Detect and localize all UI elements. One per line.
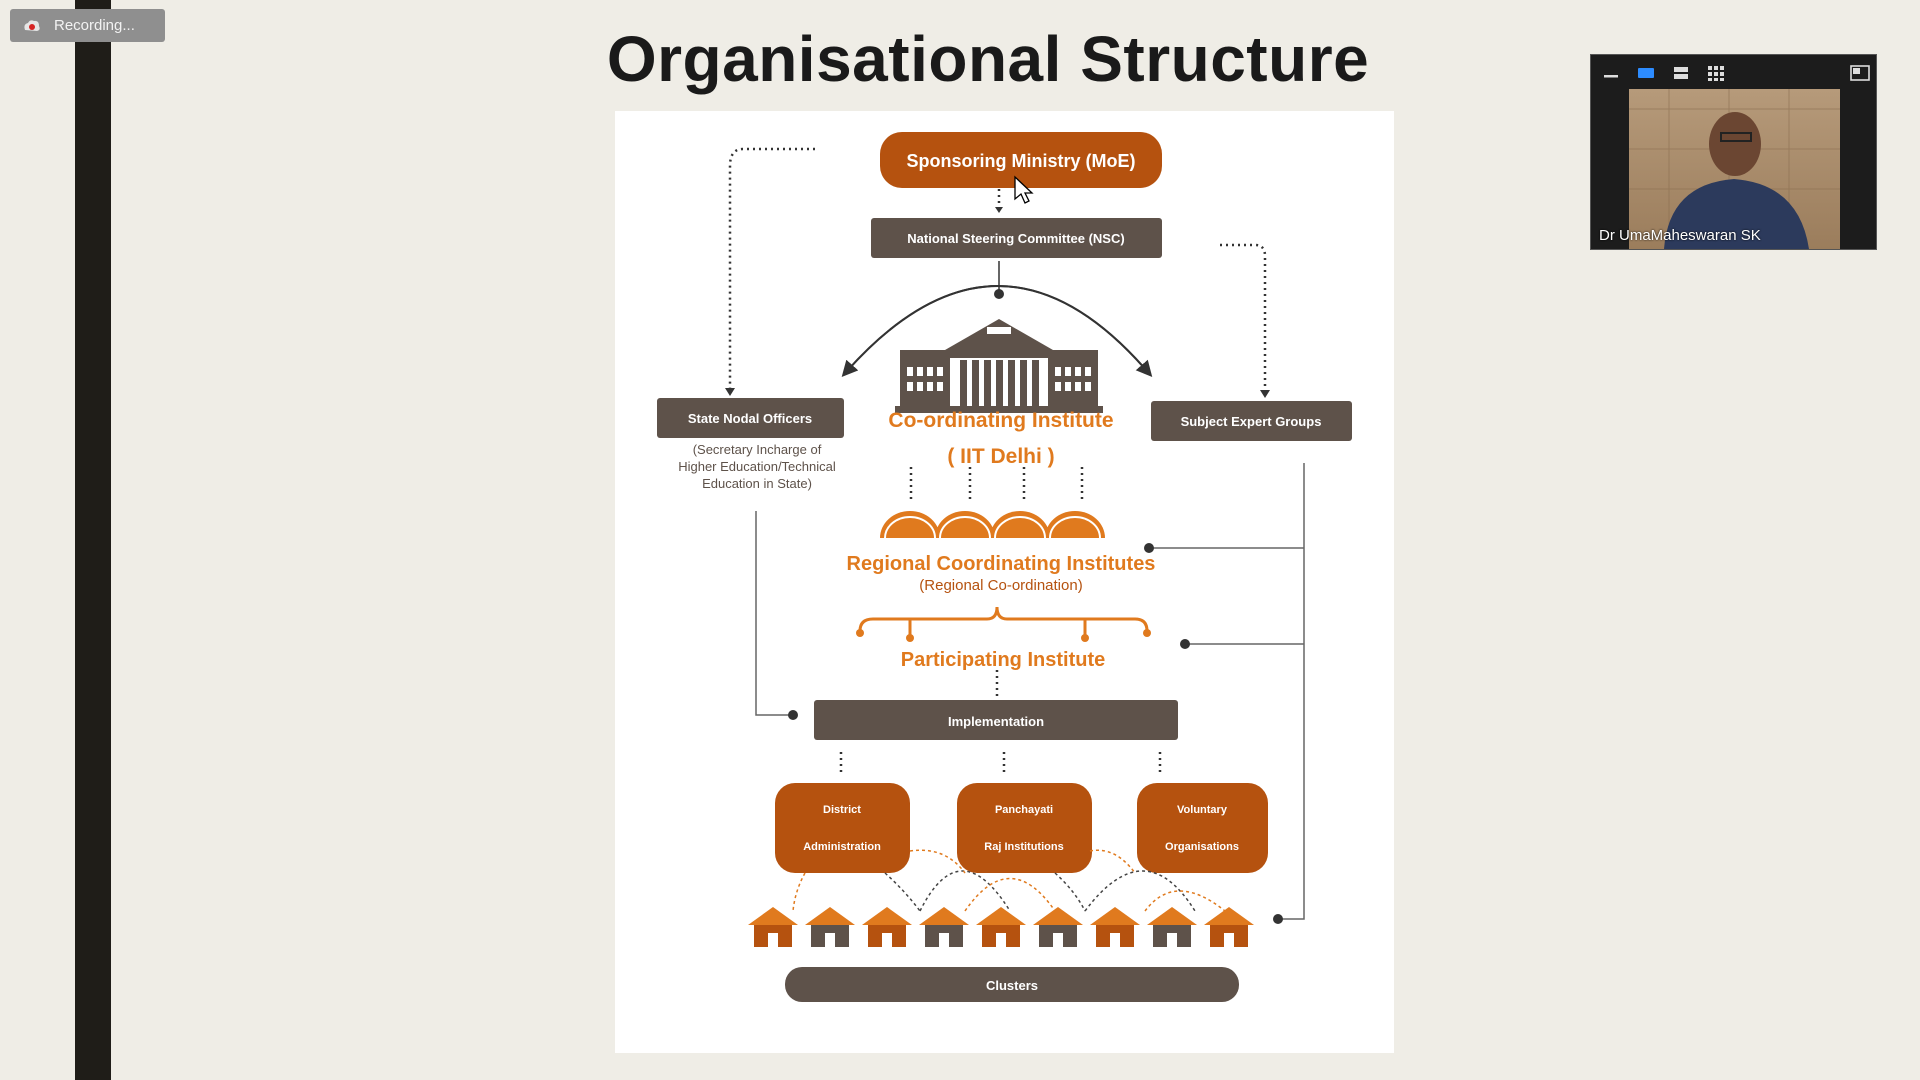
subject-expert-groups-label: Subject Expert Groups <box>1181 414 1322 429</box>
sponsoring-ministry-label: Sponsoring Ministry (MoE) <box>907 151 1136 171</box>
participating-label: Participating Institute <box>901 649 1105 671</box>
state-nodal-note-2: Higher Education/Technical <box>678 459 836 474</box>
nsc-label: National Steering Committee (NSC) <box>907 231 1124 246</box>
building-icon <box>895 319 1103 413</box>
district-label-2: Administration <box>803 841 881 853</box>
speaker-view-icon[interactable] <box>1637 65 1655 81</box>
voluntary-label-1: Voluntary <box>1177 804 1228 816</box>
implementation-label: Implementation <box>948 714 1044 729</box>
subject-expert-groups-box: Subject Expert Groups <box>1151 401 1352 441</box>
panchayati-label-1: Panchayati <box>995 804 1053 816</box>
minimize-icon[interactable] <box>1603 65 1619 81</box>
state-nodal-officers-box: State Nodal Officers <box>657 398 844 438</box>
slide-title: Organisational Structure <box>606 23 1370 95</box>
regional-domes <box>880 511 1105 539</box>
state-nodal-note-3: Education in State) <box>702 476 812 491</box>
cursor-icon <box>1014 175 1034 204</box>
org-chart: Sponsoring Ministry (MoE) National Steer… <box>615 111 1394 1053</box>
clusters-box: Clusters <box>785 967 1239 1002</box>
iit-delhi-label: ( IIT Delhi ) <box>947 445 1054 468</box>
state-nodal-note-1: (Secretary Incharge of <box>693 442 822 457</box>
implementation-box: Implementation <box>814 700 1178 740</box>
video-toolbar <box>1591 55 1876 89</box>
regional-title: Regional Coordinating Institutes <box>847 553 1156 575</box>
popout-icon[interactable] <box>1850 65 1870 81</box>
voluntary-box: Voluntary Organisations <box>1137 783 1268 873</box>
record-icon <box>24 19 40 31</box>
left-dark-bar <box>75 0 111 1080</box>
district-box: District Administration <box>775 783 910 873</box>
nsc-box: National Steering Committee (NSC) <box>871 218 1162 258</box>
district-label-1: District <box>823 804 861 816</box>
sponsoring-ministry-box: Sponsoring Ministry (MoE) <box>880 132 1162 188</box>
participant-name: Dr UmaMaheswaran SK <box>1599 227 1761 244</box>
clusters-label: Clusters <box>986 978 1038 993</box>
solid-connectors <box>755 463 1305 920</box>
panchayati-label-2: Raj Institutions <box>984 841 1063 853</box>
regional-subtitle: (Regional Co-ordination) <box>919 577 1082 594</box>
coordinating-institute-label: Co-ordinating Institute <box>888 409 1113 432</box>
participant-video-tile[interactable]: Dr UmaMaheswaran SK <box>1590 54 1877 250</box>
state-nodal-officers-label: State Nodal Officers <box>688 411 812 426</box>
dotted-connectors <box>728 147 1267 775</box>
strip-view-icon[interactable] <box>1672 65 1690 81</box>
hut-icons <box>748 907 1254 947</box>
recording-indicator[interactable]: Recording... <box>10 9 165 42</box>
gallery-view-icon[interactable] <box>1707 65 1725 81</box>
panchayati-box: Panchayati Raj Institutions <box>957 783 1092 873</box>
participant-video <box>1629 89 1840 249</box>
bracket <box>858 606 1149 636</box>
voluntary-label-2: Organisations <box>1165 841 1239 853</box>
recording-label: Recording... <box>54 17 135 34</box>
